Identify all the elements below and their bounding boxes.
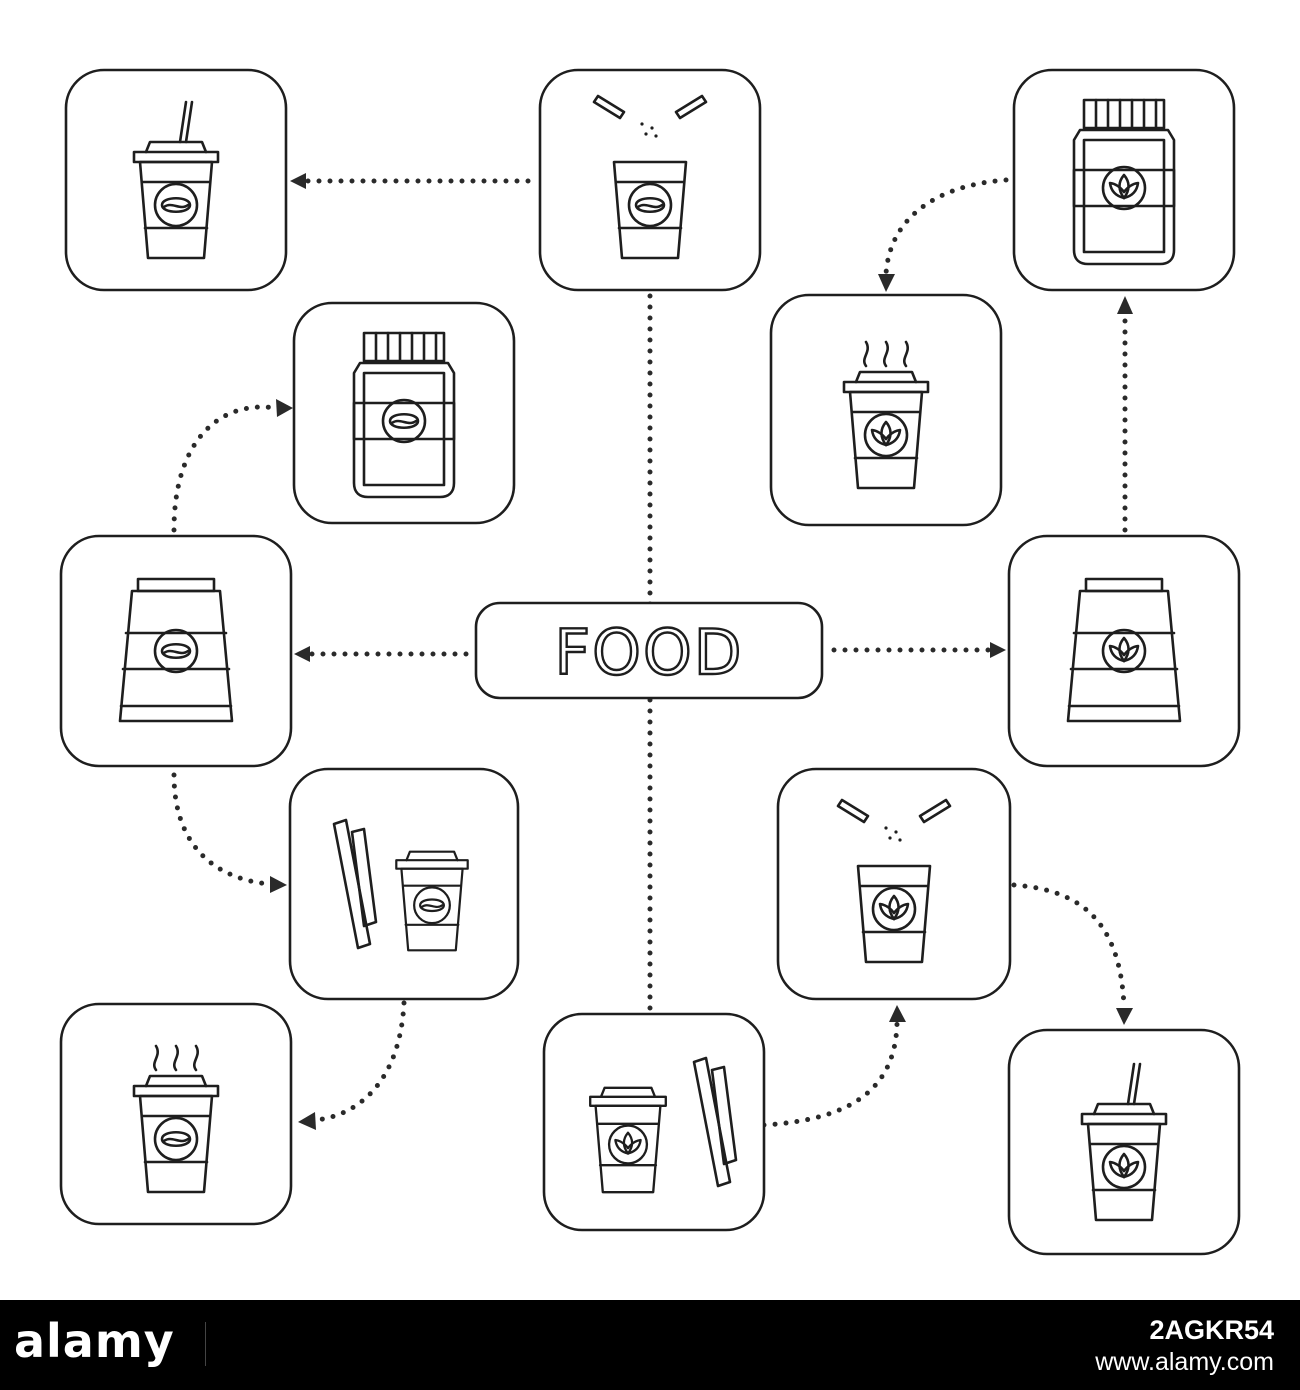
node-tea-bag xyxy=(1007,534,1241,768)
node-tea-jar xyxy=(1012,68,1236,292)
connector-bag-to-jar xyxy=(171,404,279,533)
food-mind-map: FOOD xyxy=(59,68,1241,1256)
node-tea-cup-sticks xyxy=(542,1012,766,1232)
center-label: FOOD xyxy=(554,616,743,689)
connector-sticks-to-hotcup xyxy=(313,1000,407,1123)
image-id: 2AGKR54 xyxy=(1149,1315,1274,1345)
stock-footer: alamy 2AGKR54 www.alamy.com xyxy=(0,1300,1300,1390)
node-coffee-jar xyxy=(292,301,516,525)
node-coffee-cup-sticks xyxy=(288,767,520,1001)
node-tea-cup-sugar xyxy=(776,767,1012,1001)
connector-teajar-to-hotcup xyxy=(883,177,1009,277)
node-tea-cup-straw xyxy=(1007,1028,1241,1256)
connector-coffeebag-to-sticks xyxy=(171,772,273,887)
node-tea-cup-hot xyxy=(769,293,1003,527)
footer-divider xyxy=(205,1322,206,1366)
node-coffee-cup-sugar xyxy=(538,68,762,292)
node-coffee-cup-hot xyxy=(59,1002,293,1226)
center-node: FOOD xyxy=(474,601,824,700)
node-coffee-cup-straw xyxy=(64,68,288,292)
connector-teasticks-to-teasugar xyxy=(761,1021,900,1128)
connector-teasugar-to-straw xyxy=(1011,882,1127,1009)
site-url: www.alamy.com xyxy=(1095,1348,1274,1376)
connectors xyxy=(171,173,1133,1130)
alamy-logo: alamy xyxy=(14,1314,175,1368)
node-coffee-bag xyxy=(59,534,293,768)
footer-meta: 2AGKR54 www.alamy.com xyxy=(1095,1315,1274,1377)
